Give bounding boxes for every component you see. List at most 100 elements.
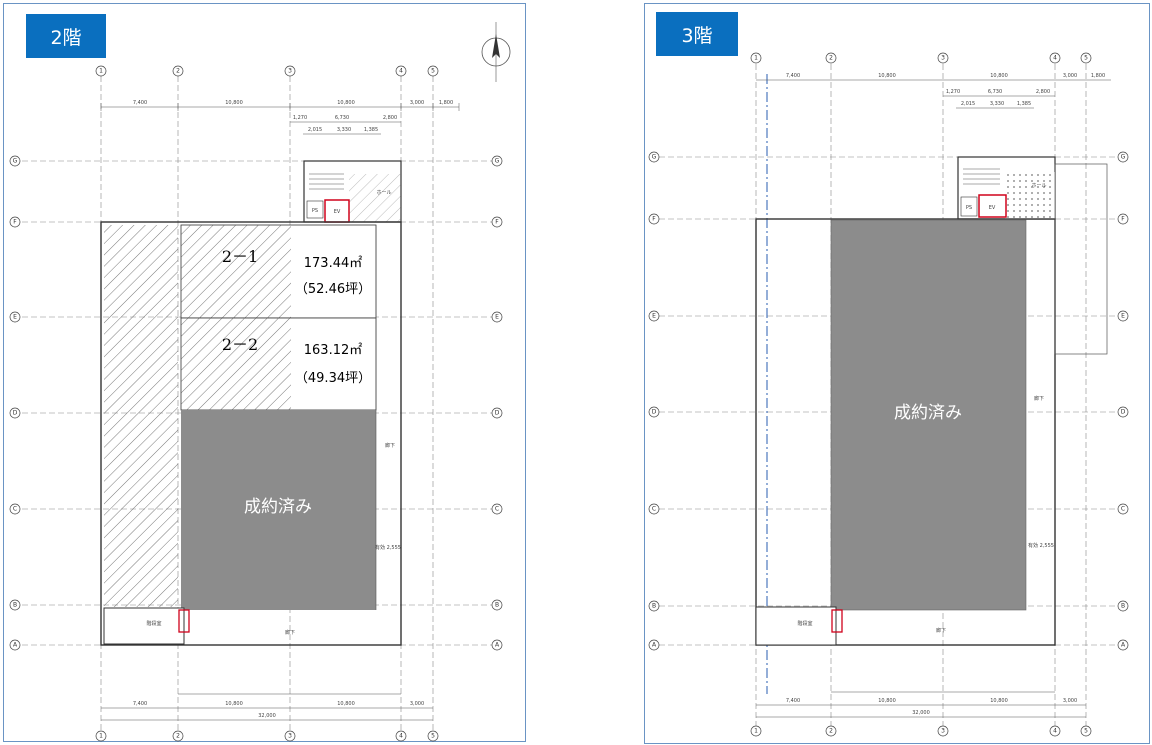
floor-plan-3f: 1 2 3 4 5 1 2 3 4 5 G F E D C B A G F E … <box>648 52 1129 739</box>
grid-bubble-col-1-bottom <box>95 730 107 742</box>
grid-label-row-c-right: C <box>1121 506 1125 513</box>
grid-bubble-col-1 <box>95 65 107 77</box>
grid-bubble-row-a-right <box>491 639 503 651</box>
grid-label-col-2-bottom: 2 <box>829 728 833 735</box>
grid-label-col-3: 3 <box>288 68 292 75</box>
dim-top-3: 10,800 <box>990 73 1008 79</box>
grid-bubble-row-b <box>9 599 21 611</box>
floor-plan-3f-panel: 1 2 3 4 5 1 2 3 4 5 G F E D C B A G F E … <box>644 3 1150 744</box>
north-arrow-icon <box>481 22 511 82</box>
dim-top-5: 1,800 <box>439 100 453 106</box>
unit-2-1-name: 2－1 <box>222 247 258 266</box>
unit-2-1-area-tsubo: （52.46坪） <box>295 282 371 297</box>
grid-label-row-a-right: A <box>495 642 500 649</box>
grid-bubble-row-c-right <box>491 503 503 515</box>
grid-label-row-g: G <box>652 154 657 161</box>
top-dimension-line <box>100 103 460 135</box>
sold-area <box>830 219 1027 611</box>
dim-bottom-3: 10,800 <box>337 701 355 707</box>
top-dimension-line <box>756 79 1111 109</box>
grid-bubble-col-2 <box>825 52 837 64</box>
stair-label: 階段室 <box>797 620 812 627</box>
dim-core2-1: 2,015 <box>961 101 975 107</box>
grid-bubble-row-e-right <box>491 311 503 323</box>
grid-bubble-row-c-right <box>1117 503 1129 515</box>
grid-label-row-d-right: D <box>1121 409 1126 416</box>
grid-bubble-row-b-right <box>1117 600 1129 612</box>
grid-label-row-a: A <box>652 642 657 649</box>
grid-label-col-2: 2 <box>176 68 180 75</box>
grid-label-row-g: G <box>13 158 18 165</box>
sold-area <box>181 410 376 610</box>
grid-label-row-g-right: G <box>1121 154 1126 161</box>
dim-core-3: 2,800 <box>1036 89 1050 95</box>
unit-2-2-area-tsubo: （49.34坪） <box>295 371 371 386</box>
corridor-south-label: 廊下 <box>285 629 295 636</box>
dim-core-1: 1,270 <box>293 115 307 121</box>
grid-bubble-col-3-bottom <box>284 730 296 742</box>
unit-2-1-area-m2: 173.44㎡ <box>304 256 363 271</box>
grid-bubble-col-5-bottom <box>1080 725 1092 737</box>
grid-label-row-a: A <box>13 642 18 649</box>
grid-label-row-e: E <box>13 314 17 321</box>
grid-bubble-col-3 <box>284 65 296 77</box>
grid-bubble-row-b-right <box>491 599 503 611</box>
grid-label-col-4-bottom: 4 <box>1053 728 1057 735</box>
grid-label-row-a-right: A <box>1121 642 1126 649</box>
grid-label-row-g-right: G <box>495 158 500 165</box>
grid-label-row-c: C <box>13 506 17 513</box>
grid-label-row-c: C <box>652 506 656 513</box>
balcony-east <box>1054 163 1108 355</box>
grid-bubble-row-a <box>648 639 660 651</box>
door-outline-south <box>178 609 190 633</box>
grid-bubble-row-a-right <box>1117 639 1129 651</box>
grid-bubble-row-g-right <box>491 155 503 167</box>
grid-bubble-row-g-right <box>1117 151 1129 163</box>
grid-bubble-col-4 <box>1049 52 1061 64</box>
dim-core2-2: 3,330 <box>990 101 1004 107</box>
core-south <box>755 606 837 646</box>
grid-label-col-1: 1 <box>754 55 758 62</box>
grid-bubble-col-4-bottom <box>395 730 407 742</box>
grid-bubble-row-e <box>648 310 660 322</box>
door-outline-south <box>831 609 843 633</box>
dim-core2-3: 1,385 <box>364 127 378 133</box>
grid-label-col-3: 3 <box>941 55 945 62</box>
dim-top-2: 10,800 <box>878 73 896 79</box>
dim-top-3: 10,800 <box>337 100 355 106</box>
grid-label-col-3-bottom: 3 <box>288 733 292 740</box>
grid-bubble-col-5 <box>427 65 439 77</box>
width-label: 有効 2,555 <box>1028 542 1054 549</box>
sold-label: 成約済み <box>244 497 312 517</box>
hall-label: ホール <box>376 190 391 196</box>
dim-bottom-3: 10,800 <box>990 698 1008 704</box>
grid-bubble-row-c <box>9 503 21 515</box>
grid-label-row-e-right: E <box>495 314 499 321</box>
terrace-hatched-area <box>104 225 178 607</box>
core-south <box>103 607 185 645</box>
grid-label-row-e-right: E <box>1121 313 1125 320</box>
dim-bottom-1: 7,400 <box>133 701 147 707</box>
corridor-label: 廊下 <box>1034 395 1044 402</box>
grid-label-row-f-right: F <box>495 219 499 226</box>
corridor-south-label: 廊下 <box>936 627 946 634</box>
dim-top-1: 7,400 <box>786 73 800 79</box>
unit-2-2-name: 2－2 <box>222 335 258 354</box>
grid-bubble-col-2 <box>172 65 184 77</box>
unit-2-2-hatch <box>181 318 291 410</box>
grid-bubble-row-g <box>648 151 660 163</box>
grid-bubble-row-f <box>648 213 660 225</box>
grid-label-col-4: 4 <box>1053 55 1057 62</box>
grid-bubble-col-1 <box>750 52 762 64</box>
dim-bottom-total: 32,000 <box>258 713 276 719</box>
dim-bottom-4: 3,000 <box>1063 698 1077 704</box>
elevator-outline <box>978 194 1007 218</box>
dim-core2-1: 2,015 <box>308 127 322 133</box>
grid-bubble-row-d-right <box>1117 406 1129 418</box>
dim-bottom-2: 10,800 <box>225 701 243 707</box>
floor-plan-2f-panel: 1 2 3 4 5 1 2 3 4 5 G F E D C B A G F E … <box>3 3 526 742</box>
grid-bubble-row-e-right <box>1117 310 1129 322</box>
grid-label-col-1: 1 <box>99 68 103 75</box>
grid-bubble-row-d-right <box>491 407 503 419</box>
ps-label: PS <box>312 208 318 214</box>
